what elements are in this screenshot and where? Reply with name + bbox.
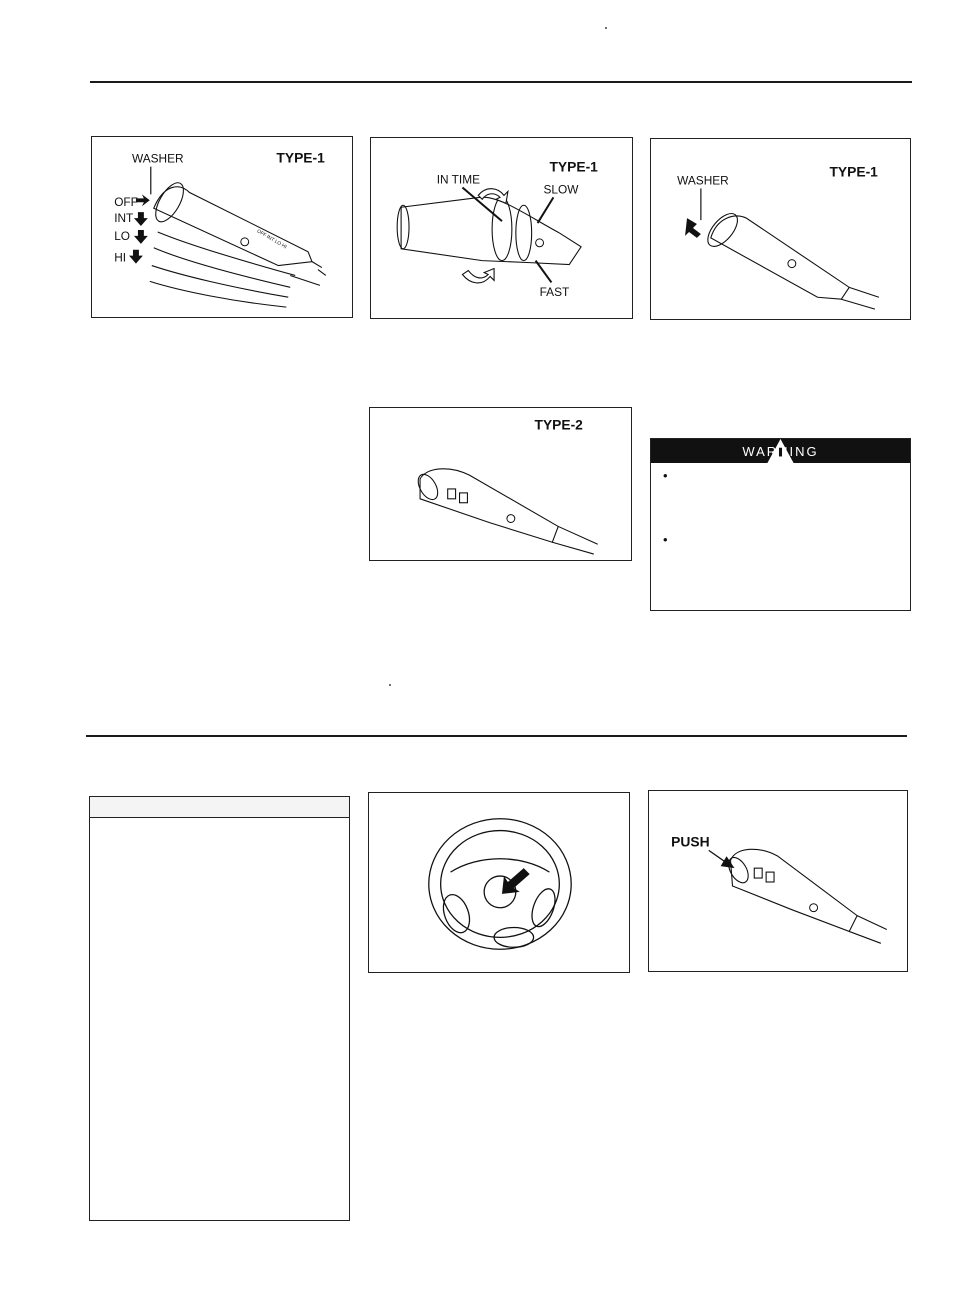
position-lo-label: LO bbox=[114, 229, 130, 243]
fast-label: FAST bbox=[540, 285, 570, 299]
washer-label: WASHER bbox=[132, 152, 184, 166]
wiper-icon bbox=[809, 903, 819, 913]
position-int-label: INT bbox=[114, 211, 133, 225]
section-rule-bottom bbox=[86, 735, 907, 737]
type-label: TYPE-1 bbox=[829, 164, 878, 180]
warning-bullet-2: • bbox=[663, 532, 668, 547]
washer-lever-illustration: TYPE-1 WASHER bbox=[677, 164, 880, 310]
position-hi-label: HI bbox=[114, 251, 126, 265]
type-label: TYPE-2 bbox=[535, 417, 584, 433]
figure-push-lever: PUSH bbox=[648, 790, 908, 972]
warning-box: WARNING • • bbox=[650, 438, 911, 611]
arrow-icon bbox=[501, 868, 530, 894]
figure-intermittent-timing-type1: TYPE-1 IN TIME SLOW FAST bbox=[370, 137, 633, 319]
push-label: PUSH bbox=[671, 833, 709, 849]
slow-label: SLOW bbox=[544, 182, 580, 196]
figure-steering-wheel-horn bbox=[368, 792, 630, 973]
position-off-label: OFF bbox=[114, 195, 138, 209]
arrow-icon bbox=[133, 212, 148, 227]
wiper-timing-illustration: TYPE-1 IN TIME SLOW FAST bbox=[396, 159, 598, 299]
figure-wiper-positions-type1: TYPE-1 WASHER OFF INT LO HI OFF INT LO H… bbox=[91, 136, 353, 318]
in-time-label: IN TIME bbox=[437, 172, 480, 186]
note-header bbox=[90, 797, 349, 818]
arrow-icon bbox=[135, 194, 150, 207]
steering-wheel-illustration bbox=[428, 818, 572, 950]
arrow-icon bbox=[133, 229, 148, 244]
type-label: TYPE-1 bbox=[549, 159, 598, 175]
wiper-icon bbox=[506, 514, 516, 523]
figure-washer-type1: TYPE-1 WASHER bbox=[650, 138, 911, 320]
wiper-lever-illustration: TYPE-1 WASHER OFF INT LO HI OFF INT LO H… bbox=[114, 150, 327, 308]
wiper-icon bbox=[240, 237, 250, 247]
warning-bullet-1: • bbox=[663, 468, 668, 483]
washer-label: WASHER bbox=[677, 173, 729, 187]
stray-mark bbox=[389, 684, 391, 686]
type2-lever-illustration: TYPE-2 bbox=[417, 417, 598, 555]
arrow-icon bbox=[685, 218, 701, 238]
wiper-icon bbox=[535, 238, 545, 248]
arrow-icon bbox=[129, 249, 143, 264]
figure-type2-lever: TYPE-2 bbox=[369, 407, 632, 561]
push-lever-illustration: PUSH bbox=[671, 833, 888, 944]
warning-header: WARNING bbox=[651, 439, 910, 463]
warning-triangle-icon bbox=[767, 439, 794, 463]
stray-mark bbox=[605, 27, 607, 29]
type-label: TYPE-1 bbox=[276, 150, 325, 166]
section-rule-top bbox=[90, 81, 912, 83]
note-box bbox=[89, 796, 350, 1221]
wiper-icon bbox=[787, 259, 797, 269]
